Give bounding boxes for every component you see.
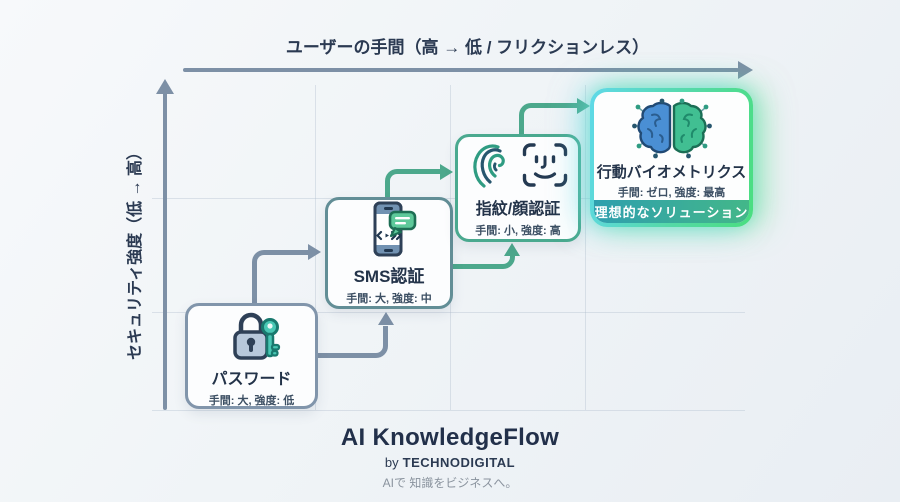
arrowhead-icon — [378, 312, 394, 325]
arrowhead-icon — [504, 243, 520, 256]
arrowhead-icon — [440, 164, 453, 180]
smartphone-sms-icon — [359, 200, 419, 258]
y-axis-arrowhead-icon — [156, 79, 174, 94]
fingerprint-face-icon — [468, 139, 568, 191]
footer-brand-title: AI KnowledgeFlow — [340, 424, 560, 451]
method-title: パスワード — [211, 370, 292, 388]
method-title: SMS認証 — [353, 267, 425, 286]
method-card-fingerprint-face: 指紋/顔認証 手間: 小, 強度: 高 — [455, 134, 581, 242]
method-card-behavioral-biometrics: 行動バイオメトリクス 手間: ゼロ, 強度: 最高 理想的なソリューション — [590, 88, 753, 227]
lock-key-icon — [223, 305, 281, 361]
connector-password-to-sms-bottom — [318, 326, 388, 358]
connector-password-to-sms-top — [252, 250, 312, 303]
x-axis-arrowhead-icon — [738, 61, 753, 79]
method-subtitle: 手間: 小, 強度: 高 — [475, 224, 561, 237]
x-axis-line — [183, 68, 739, 72]
method-subtitle: 手間: 大, 強度: 中 — [346, 293, 432, 305]
grid-line — [152, 410, 745, 411]
method-card-password: パスワード 手間: 大, 強度: 低 — [185, 303, 318, 409]
arrowhead-icon — [308, 244, 321, 260]
grid-line — [152, 198, 745, 199]
brain-network-icon — [631, 97, 712, 159]
y-axis-line — [163, 92, 167, 410]
footer-by-prefix: by — [384, 455, 399, 470]
arrowhead-icon — [577, 98, 590, 114]
method-subtitle: 手間: ゼロ, 強度: 最高 — [617, 187, 726, 199]
grid-line — [152, 312, 745, 313]
x-axis-label: ユーザーの手間（高 → 低 / フリクションレス） — [285, 38, 650, 57]
connector-sms-to-fingerprint-top — [385, 169, 442, 197]
connector-fingerprint-to-behavioral — [519, 103, 581, 134]
method-title: 行動バイオメトリクス — [596, 164, 747, 181]
method-subtitle: 手間: 大, 強度: 低 — [208, 394, 295, 407]
ideal-solution-badge: 理想的なソリューション — [594, 200, 749, 223]
connector-sms-to-fingerprint-bottom — [453, 256, 515, 269]
method-title: 指紋/顔認証 — [475, 200, 561, 218]
behavioral-card-inner: 行動バイオメトリクス 手間: ゼロ, 強度: 最高 理想的なソリューション — [594, 92, 749, 223]
grid-line — [585, 85, 586, 410]
y-axis-label: セキュリティ強度（低 → 高） — [127, 144, 144, 360]
method-card-sms: SMS認証 手間: 大, 強度: 中 — [325, 197, 453, 309]
footer-company-name: TECHNODIGITAL — [402, 455, 516, 470]
footer-tagline: AIで 知識をビジネスへ。 — [382, 476, 518, 490]
